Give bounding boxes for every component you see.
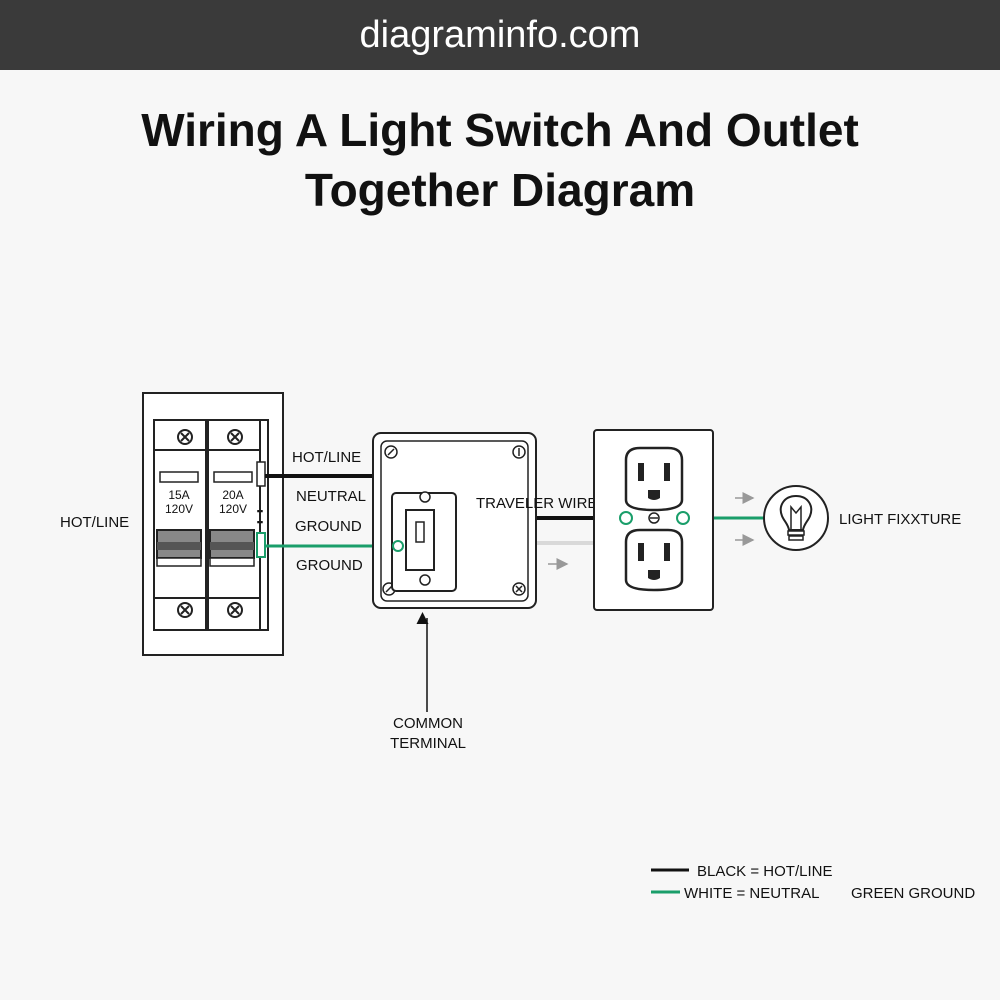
screw-icon — [512, 445, 526, 459]
breaker-2-amp: 20A — [222, 488, 243, 502]
light-fixture-label: LIGHT FIXXTURE — [839, 511, 961, 528]
legend-black: BLACK = HOT/LINE — [697, 863, 832, 880]
screw-icon — [384, 445, 398, 459]
title-line-2: Together Diagram — [304, 164, 696, 216]
breaker-panel: 15A 120V 20A 120V ▪▪ ▪▪ — [142, 392, 284, 656]
breaker-2-toggle[interactable] — [209, 529, 255, 567]
ground-label-2: GROUND — [296, 557, 363, 574]
switch-box — [372, 432, 537, 609]
outlet — [593, 429, 714, 611]
ground-label-1: GROUND — [295, 518, 362, 535]
breaker-1-amp: 15A — [168, 488, 189, 502]
panel-side-label: HOT/LINE — [60, 514, 129, 531]
screw-icon — [676, 511, 690, 525]
breaker-1-toggle[interactable] — [156, 529, 202, 567]
site-header: diagraminfo.com — [0, 0, 1000, 70]
breaker-1-volt: 120V — [165, 502, 193, 516]
screw-icon — [419, 491, 431, 503]
page-title: Wiring A Light Switch And Outlet Togethe… — [0, 100, 1000, 220]
common-terminal-label-2: TERMINAL — [390, 735, 466, 752]
panel-dots: ▪▪ — [257, 517, 263, 527]
screw-icon — [227, 429, 243, 445]
traveler-wire-label: TRAVELER WIRE — [476, 495, 597, 512]
neutral-label: NEUTRAL — [296, 488, 366, 505]
breaker-2-volt: 120V — [219, 502, 247, 516]
screw-icon — [177, 602, 193, 618]
screw-icon — [619, 511, 633, 525]
screw-icon — [512, 582, 526, 596]
title-line-1: Wiring A Light Switch And Outlet — [141, 104, 859, 156]
screw-icon — [227, 602, 243, 618]
ground-screw-icon — [392, 540, 404, 552]
legend-white: WHITE = NEUTRAL — [684, 885, 819, 902]
common-terminal-label-1: COMMON — [393, 715, 463, 732]
screw-icon — [648, 512, 660, 524]
light-bulb-icon — [763, 485, 829, 551]
screw-icon — [177, 429, 193, 445]
hot-line-label: HOT/LINE — [292, 449, 361, 466]
screw-icon — [419, 574, 431, 586]
legend: BLACK = HOT/LINE WHITE = NEUTRAL GREEN G… — [651, 863, 975, 902]
legend-green: GREEN GROUND — [851, 885, 975, 902]
panel-dots: ▪▪ — [257, 506, 263, 516]
